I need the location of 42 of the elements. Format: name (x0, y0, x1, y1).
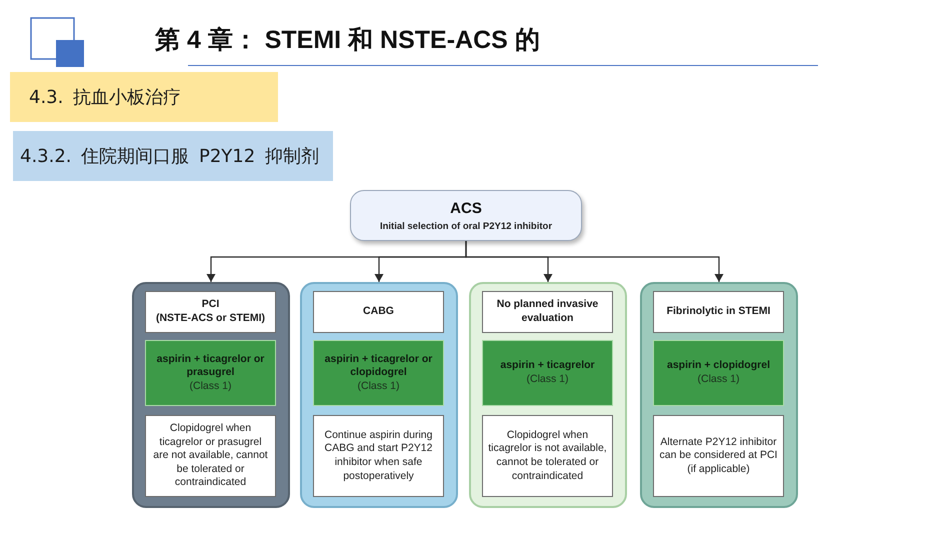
note-text: Continue aspirin during CABG and start P2Y12 inhibitor when safe postoperatively (324, 428, 434, 484)
note-box (653, 415, 784, 497)
scenario-box (653, 291, 784, 333)
scenario-title: PCI (202, 298, 220, 312)
arrow (465, 241, 724, 282)
chapter-title: 第 4 章： STEMI 和 NSTE-ACS 的 (155, 25, 540, 56)
scenario-title: Fibrinolytic in STEMI (666, 305, 770, 319)
class-label: (Class 1) (697, 373, 740, 387)
root-title: ACS (450, 200, 482, 216)
scenario-title: No planned invasive evaluation (496, 298, 600, 326)
class-label: (Class 1) (189, 380, 232, 394)
pathway-panel (132, 282, 290, 508)
recommendation-text: aspirin + ticagrelor or prasugrel (156, 352, 266, 380)
note-box (145, 415, 276, 497)
recommendation-text: aspirin + clopidogrel (667, 359, 770, 373)
class-label: (Class 1) (526, 373, 568, 387)
subsection-heading: 4.3.2. 住院期间口服 P2Y12 抑制剂 (20, 145, 319, 168)
root-box (350, 190, 582, 241)
recommendation-box (313, 340, 444, 406)
note-text: Clopidogrel when ticagrelor is not available, cannot be tolerated or contraindicated (488, 428, 607, 484)
scenario-box (145, 291, 276, 333)
note-box (482, 415, 613, 497)
note-box (313, 415, 444, 497)
section-banner (13, 131, 333, 181)
scenario-box (482, 291, 613, 333)
scenario-detail: (NSTE-ACS or STEMI) (156, 312, 266, 326)
recommendation-text: aspirin + ticagrelor (500, 359, 595, 373)
class-label: (Class 1) (357, 380, 400, 394)
scenario-box (313, 291, 444, 333)
scenario-title: CABG (363, 305, 394, 319)
recommendation-box (653, 340, 784, 406)
pathway-panel (640, 282, 798, 508)
recommendation-box (145, 340, 276, 406)
pathway-panel (300, 282, 458, 508)
root-subtitle: Initial selection of oral P2Y12 inhibitor (380, 220, 552, 232)
section-heading: 4.3. 抗血小板治疗 (29, 86, 182, 109)
pathway-panel (469, 282, 627, 508)
note-text: Alternate P2Y12 inhibitor can be considered at PCI (if applicable) (659, 436, 778, 476)
note-text: Clopidogrel when ticagrelor or prasugrel are not available, cannot be tolerated or contraindicated (152, 422, 269, 490)
recommendation-text: aspirin + ticagrelor or clopidogrel (324, 352, 434, 380)
recommendation-box (482, 340, 613, 406)
section-banner (10, 72, 278, 122)
